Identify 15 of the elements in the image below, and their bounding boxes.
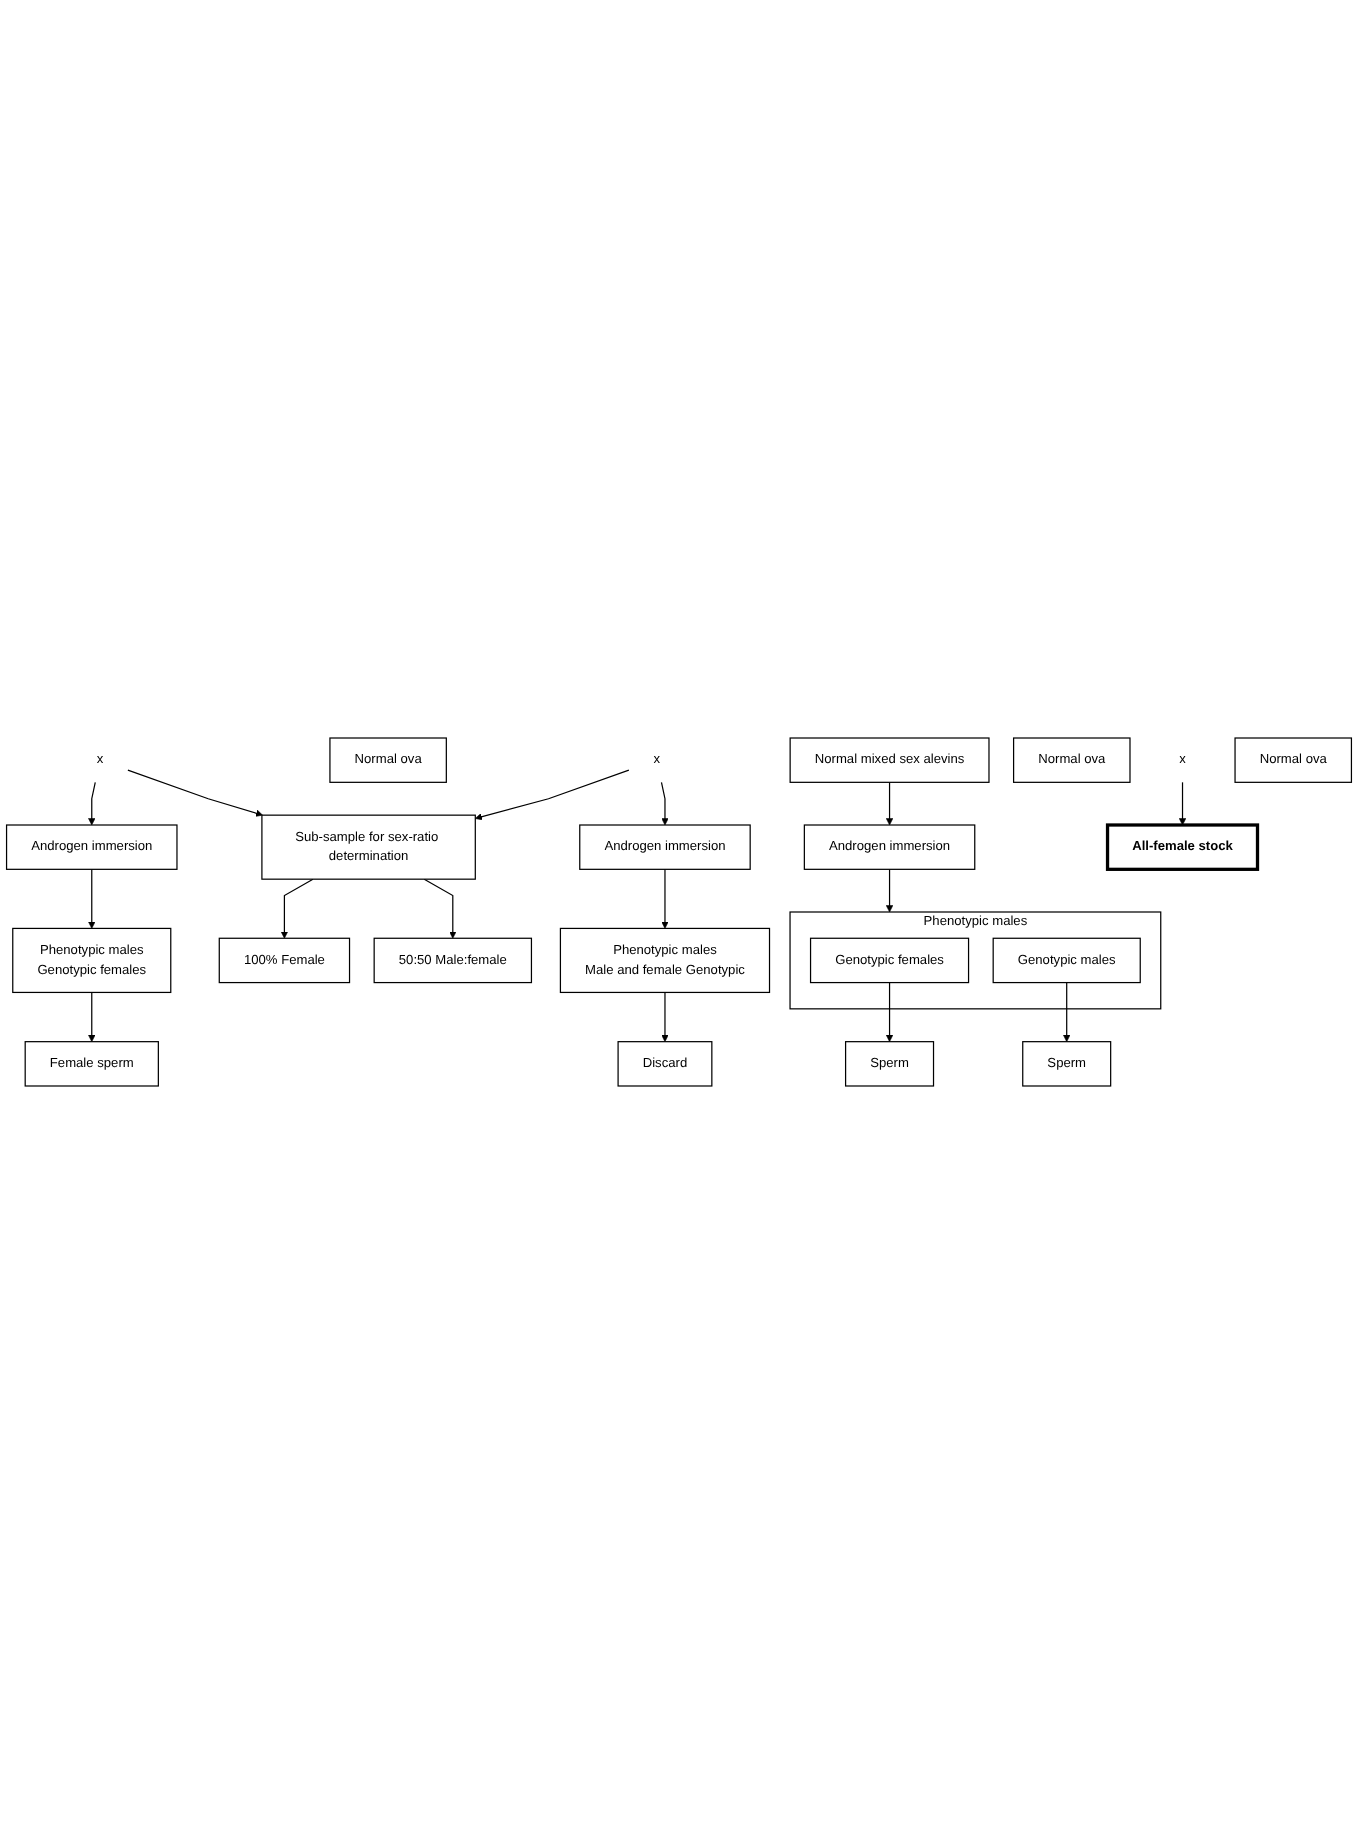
arrow	[88, 868, 96, 929]
arrow	[1063, 981, 1071, 1042]
arrow	[661, 868, 669, 929]
arrow	[474, 769, 630, 821]
arrow	[885, 781, 894, 826]
arrow	[885, 868, 894, 913]
arrow	[661, 991, 669, 1042]
arrow	[88, 991, 96, 1042]
arrow	[1178, 781, 1187, 826]
arrow	[885, 981, 894, 1042]
arrow	[88, 781, 96, 826]
arrow	[423, 878, 457, 939]
arrow	[660, 781, 669, 826]
arrow	[280, 878, 314, 939]
arrow	[127, 769, 263, 817]
